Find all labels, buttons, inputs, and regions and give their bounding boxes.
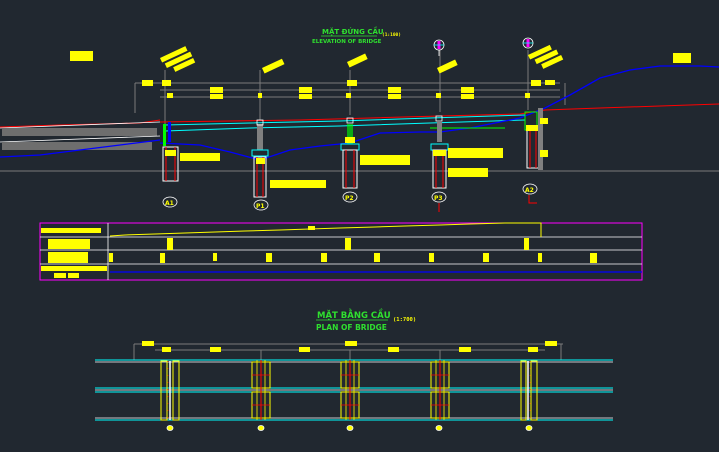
table-row-header-2 <box>48 239 90 249</box>
pier-p1 <box>251 119 326 198</box>
elevation-dimension-labels <box>70 44 691 99</box>
table-row-header-3 <box>48 252 88 263</box>
svg-text:A2: A2 <box>525 187 534 194</box>
profile-table <box>39 222 643 281</box>
plan-pier-p1 <box>251 360 271 420</box>
table-row-header-1 <box>41 228 101 233</box>
elevation-dimension-lines <box>0 50 719 172</box>
support-label-a1[interactable]: A1 <box>162 196 178 208</box>
grade-line <box>109 222 542 237</box>
plan-title: MẶT BẰNG CẦU PLAN OF BRIDGE (1:700) <box>316 308 416 332</box>
abutment-a2 <box>524 108 548 170</box>
axis-marker-p2 <box>346 425 354 431</box>
support-label-p1[interactable]: P1 <box>253 199 269 211</box>
support-label-p2[interactable]: P2 <box>342 191 358 203</box>
elevation-title-vi: MẶT ĐỨNG CẦU <box>322 26 384 36</box>
road-profile <box>159 103 719 123</box>
plan-axis-markers <box>166 425 533 431</box>
axis-marker-p3 <box>435 425 443 431</box>
svg-text:A1: A1 <box>165 200 174 207</box>
axis-marker-p1 <box>257 425 265 431</box>
axis-marker-a1 <box>166 425 174 431</box>
approach-embankment-left <box>0 119 161 158</box>
support-label-a2[interactable]: A2 <box>522 183 538 204</box>
plan-abutment-a2 <box>520 360 538 421</box>
table-row-header-4 <box>41 266 107 271</box>
pier-p3 <box>430 115 503 189</box>
deck-bottom <box>164 119 526 132</box>
level-marker-p3 <box>433 39 445 56</box>
table-row-3-marks <box>109 253 597 263</box>
elevation-title-en: ELEVATION OF BRIDGE <box>312 39 382 45</box>
svg-text:P2: P2 <box>345 195 354 202</box>
plan-abutment-a1 <box>160 360 180 421</box>
pier-p2 <box>340 117 410 189</box>
plan-scale: (1:700) <box>393 317 416 323</box>
plan-pier-p2 <box>340 360 360 420</box>
plan-title-vi: MẶT BẰNG CẦU <box>317 308 391 321</box>
plan-title-en: PLAN OF BRIDGE <box>316 323 387 332</box>
axis-marker-a2 <box>525 425 533 431</box>
elevation-view: A1 P1 P2 P3 A2 <box>0 37 719 212</box>
level-marker-a2 <box>522 37 534 49</box>
abutment-a1 <box>162 122 220 182</box>
svg-text:P3: P3 <box>434 195 443 202</box>
elevation-scale: (1:100) <box>382 32 401 38</box>
elevation-title: MẶT ĐỨNG CẦU ELEVATION OF BRIDGE (1:100) <box>312 26 401 45</box>
support-labels: A1 P1 P2 P3 A2 <box>162 183 538 212</box>
plan-pier-p3 <box>430 360 450 420</box>
deck-top <box>164 114 526 126</box>
support-label-p3[interactable]: P3 <box>431 191 447 212</box>
svg-text:P1: P1 <box>256 203 265 210</box>
plan-view <box>95 341 613 431</box>
